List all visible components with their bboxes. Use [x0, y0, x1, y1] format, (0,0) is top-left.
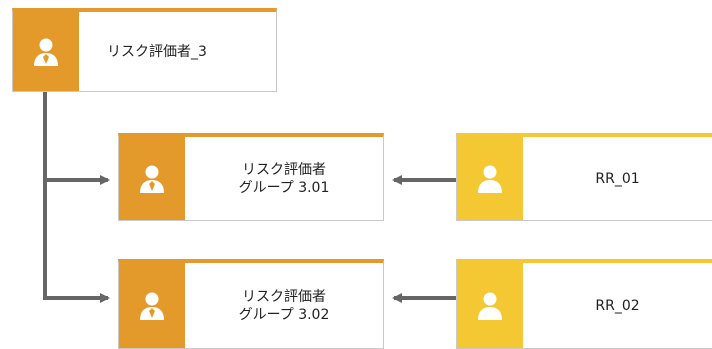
- connector-top-to-group2: [43, 180, 110, 303]
- node-rr-02[interactable]: RR_02: [456, 259, 712, 349]
- node-label-text: リスク評価者_3: [107, 43, 207, 60]
- person-tie-icon: [139, 164, 165, 194]
- node-icon-box: [119, 263, 185, 348]
- node-icon-box: [457, 263, 523, 348]
- node-icon-box: [457, 137, 523, 220]
- node-label-line1: リスク評価者: [242, 161, 326, 178]
- node-icon-box: [119, 137, 185, 220]
- person-tie-icon: [139, 291, 165, 321]
- node-icon-box: [13, 12, 79, 91]
- node-label: RR_01: [523, 137, 712, 220]
- person-icon: [477, 291, 503, 321]
- node-label-line1: リスク評価者: [242, 288, 326, 305]
- node-label: リスク評価者_3: [79, 12, 276, 91]
- node-label-text: RR_01: [595, 170, 640, 187]
- person-tie-icon: [33, 37, 59, 67]
- node-label: リスク評価者 グループ 3.01: [185, 137, 383, 220]
- node-label-line2: グループ 3.01: [238, 179, 330, 196]
- node-group-3-01[interactable]: リスク評価者 グループ 3.01: [118, 133, 384, 221]
- node-risk-assessor-3[interactable]: リスク評価者_3: [12, 8, 277, 92]
- connector-top-to-group1: [43, 92, 110, 185]
- node-label: RR_02: [523, 263, 712, 348]
- node-label-text: RR_02: [595, 297, 640, 314]
- node-group-3-02[interactable]: リスク評価者 グループ 3.02: [118, 259, 384, 349]
- person-icon: [477, 164, 503, 194]
- node-rr-01[interactable]: RR_01: [456, 133, 712, 221]
- node-label: リスク評価者 グループ 3.02: [185, 263, 383, 348]
- node-label-line2: グループ 3.02: [238, 306, 330, 323]
